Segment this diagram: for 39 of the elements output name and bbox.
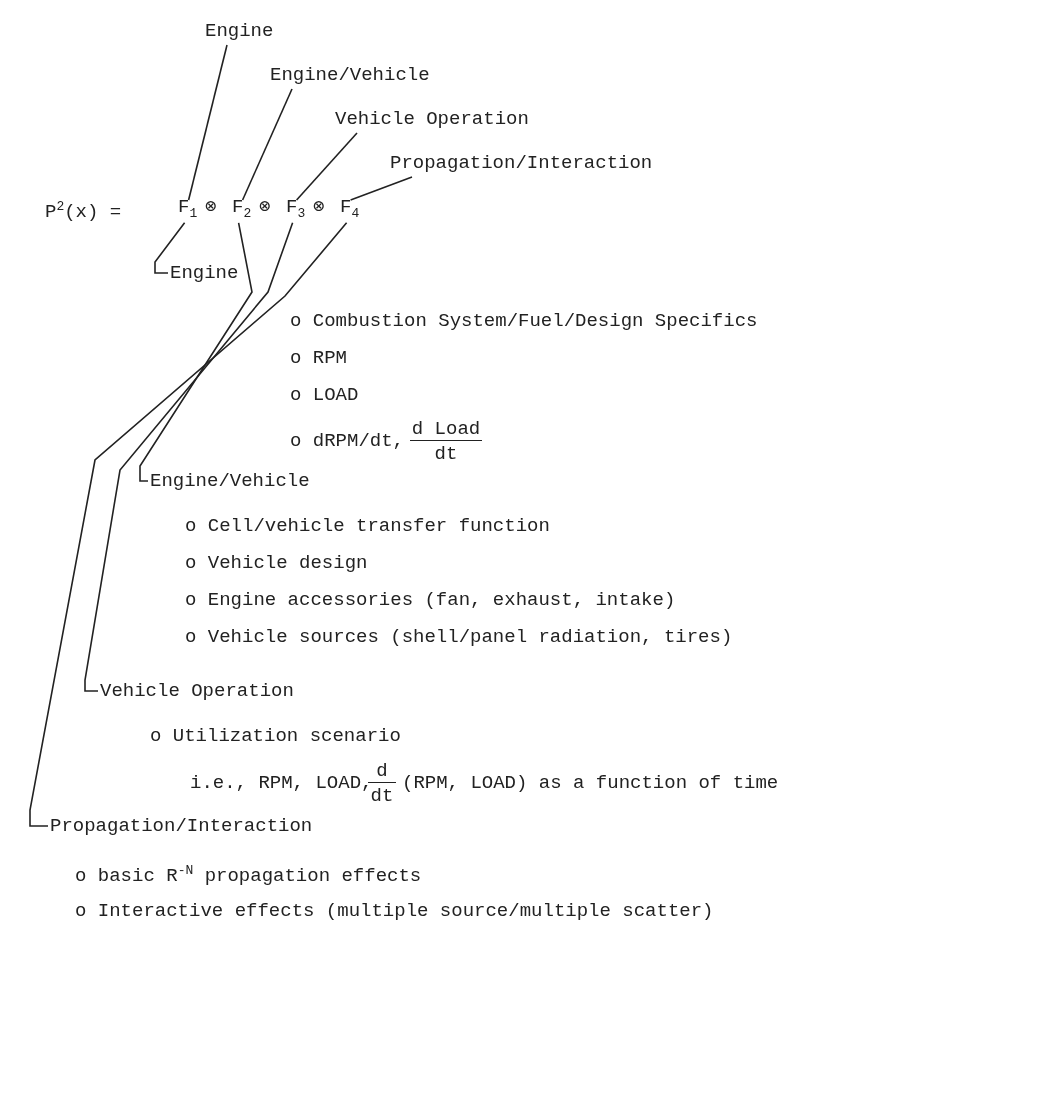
bullet-item: o LOAD [290,384,359,406]
bullet-item: o Vehicle design [185,552,368,574]
leader-line [187,44,228,201]
bullet-item: o Utilization scenario [150,725,401,747]
bullet-item: o RPM [290,347,347,369]
term-name: Propagation/Interaction [390,152,653,174]
term-name: Engine [205,20,274,42]
operator-symbol: ⊗ [205,196,217,218]
bullet-item: o Engine accessories (fan, exhaust, intake) [185,589,676,611]
bullet-item: o Cell/vehicle transfer function [185,515,550,537]
leader-line [84,222,294,692]
leader-line [241,88,293,201]
fraction-denominator: dt [433,443,459,465]
equation-term: F$_{3}$ [286,196,306,225]
operator-symbol: ⊗ [313,196,325,218]
leader-line [349,176,413,201]
section-heading: Propagation/Interaction [50,815,313,837]
section-heading: Vehicle Operation [100,680,294,702]
bullet-text: (RPM, LOAD) as a function of time [402,772,779,794]
term-name: Engine/Vehicle [270,64,430,86]
leader-line [295,132,358,201]
section-heading: Engine [170,262,239,284]
bullet-item: o Combustion System/Fuel/Design Specifics [290,310,758,332]
equation-term: F$_{4}$ [340,196,360,225]
operator-symbol: ⊗ [259,196,271,218]
equation-term: F$_{2}$ [232,196,252,225]
bullet-item: o dRPM/dt, [290,430,405,452]
fraction-numerator: d Load [410,418,482,441]
section-heading: Engine/Vehicle [150,470,310,492]
equation-text: P$^{2}$(x) = [45,198,122,224]
term-name: Vehicle Operation [335,108,529,130]
leader-line [29,222,348,827]
bullet-item: o basic R$^{-N}$ propagation effects [75,862,422,888]
bullet-item: o Interactive effects (multiple source/multiple scatter) [75,900,714,922]
leader-line [139,222,253,482]
fraction-numerator: d [368,760,396,783]
equation-term: F$_{1}$ [178,196,198,225]
leader-line [154,222,186,274]
bullet-item: o Vehicle sources (shell/panel radiation, tires) [185,626,733,648]
